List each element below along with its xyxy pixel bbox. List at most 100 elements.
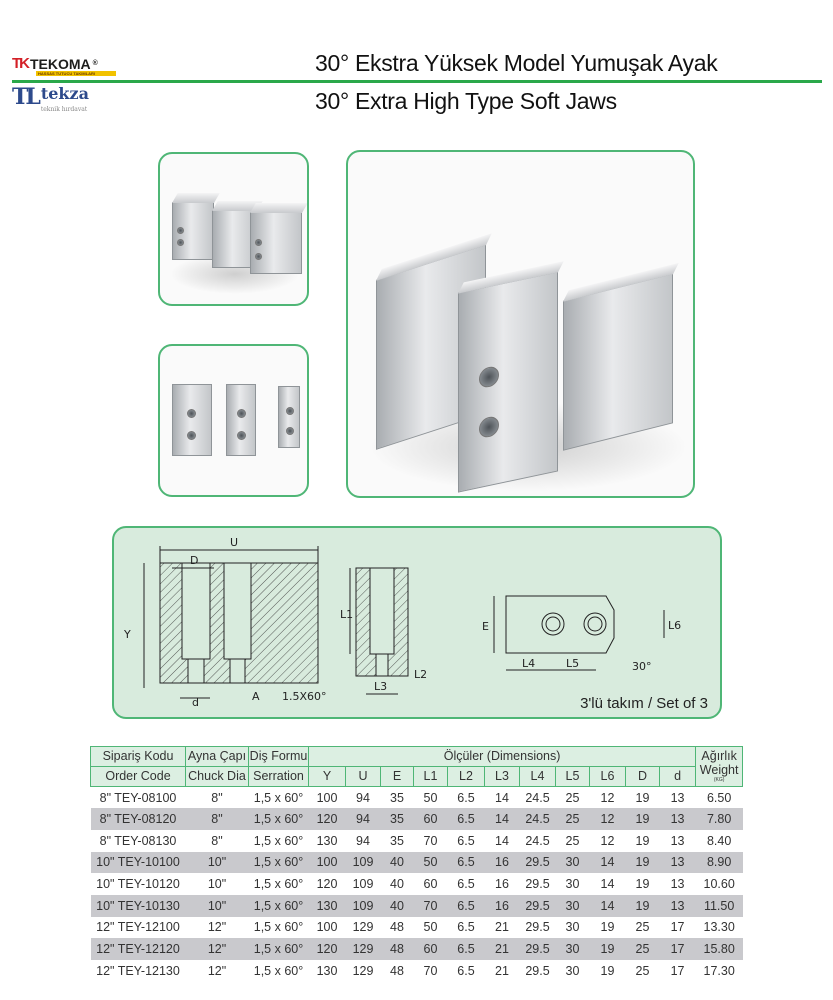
photo-jaws-front (158, 344, 309, 497)
tekoma-tagline: HASSAS TUTUCU TAKIMLARI (36, 71, 116, 76)
table-cell: 60 (413, 938, 448, 960)
table-cell: 30 (565, 877, 580, 892)
header-dimensions: Ölçüler (Dimensions) (307, 746, 697, 767)
dim-label-l4: L4 (522, 657, 535, 670)
table-cell: 129 (352, 963, 374, 978)
table-cell: 13 (659, 894, 696, 917)
table-cell: 12 (589, 808, 626, 830)
table-cell: 1,5 x 60° (248, 808, 309, 830)
table-cell: 13 (659, 808, 696, 830)
table-cell: 40 (380, 894, 414, 917)
table-cell: 30 (555, 894, 590, 917)
header-dim-l1: L1 (413, 766, 448, 787)
table-cell: 35 (390, 833, 404, 848)
table-cell: 10" (185, 851, 249, 874)
table-cell: 21 (495, 963, 509, 978)
table-cell: 19 (625, 851, 660, 874)
table-cell: 14 (600, 877, 615, 892)
table-cell: 19 (625, 894, 660, 917)
table-cell: 94 (356, 790, 370, 805)
table-cell: 50 (423, 920, 438, 935)
weight-en: Weight (699, 762, 739, 777)
table-cell: 35 (390, 790, 404, 805)
table-cell: 109 (345, 894, 381, 917)
table-cell: 30 (555, 938, 590, 960)
table-cell: 19 (635, 877, 650, 892)
table-cell: 25 (635, 963, 650, 978)
table-cell: 21 (495, 920, 509, 935)
header-dim-l2: L2 (447, 766, 485, 787)
table-cell: 29.5 (519, 938, 556, 960)
dim-label-l1: L1 (340, 608, 353, 621)
dim-label-y: Y (123, 628, 131, 641)
table-cell: 14 (484, 808, 520, 830)
table-cell: 12" (185, 938, 249, 960)
tekoma-name: TEKOMA (30, 55, 91, 72)
table-cell: 10" (185, 894, 249, 917)
table-cell: 19 (600, 920, 615, 935)
table-cell: 10.60 (703, 877, 735, 892)
table-cell: 12 (600, 790, 615, 805)
table-cell: 8" (185, 808, 249, 830)
table-cell: 130 (308, 894, 346, 917)
header-order-code-en: Order Code (90, 766, 186, 787)
header-dim-l4: L4 (519, 766, 556, 787)
table-cell: 130 (316, 833, 338, 848)
table-cell: 109 (345, 851, 381, 874)
table-cell: 25 (565, 790, 580, 805)
header-dim-d: d (658, 766, 697, 787)
table-cell: 70 (413, 894, 448, 917)
table-cell: 14 (589, 894, 626, 917)
table-cell: 12" (207, 920, 227, 935)
table-cell: 29.5 (519, 851, 556, 874)
table-cell: 60 (423, 877, 438, 892)
table-cell: 50 (423, 790, 438, 805)
table-cell: 17.30 (703, 963, 735, 978)
table-cell: 1,5 x 60° (253, 920, 304, 935)
table-cell: 1,5 x 60° (253, 790, 304, 805)
table-cell: 6.5 (457, 877, 475, 892)
table-cell: 129 (345, 938, 381, 960)
table-cell: 48 (390, 920, 404, 935)
header-dim-l6: L6 (589, 766, 626, 787)
table-cell: 13 (670, 833, 685, 848)
table-cell: 70 (423, 963, 438, 978)
table-cell: 6.50 (706, 790, 732, 805)
header-serration-tr: Diş Formu (248, 746, 309, 767)
tekza-tagline: teknik hırdavat (40, 106, 88, 113)
registered-mark: ® (92, 60, 98, 67)
table-cell: 12" TEY-12120 (90, 938, 186, 960)
technical-drawing-panel: U D Y d A 1.5X60° L1 L2 L3 E L4 L5 L6 30… (112, 526, 722, 719)
table-cell: 10" TEY-10130 (90, 894, 186, 917)
photo-jaws-main (346, 150, 695, 498)
tekza-name: tekza (40, 84, 89, 103)
table-cell: 14 (495, 833, 509, 848)
table-cell: 35 (380, 808, 414, 830)
table-cell: 1,5 x 60° (248, 851, 309, 874)
table-cell: 10" (207, 877, 227, 892)
serration-label: 1.5X60° (282, 690, 327, 703)
specs-table: Sipariş Kodu Ayna Çapı Diş Formu Ölçüler… (90, 746, 744, 982)
table-cell: 16 (484, 851, 520, 874)
table-cell: 8" TEY-08130 (99, 833, 177, 848)
set-of-3-label: 3'lü takım / Set of 3 (580, 695, 708, 712)
table-cell: 17 (670, 963, 685, 978)
table-cell: 29.5 (525, 963, 550, 978)
header-dim-d: D (625, 766, 660, 787)
title-english: 30° Extra High Type Soft Jaws (315, 88, 617, 114)
table-cell: 109 (352, 877, 374, 892)
dim-label-l2: L2 (414, 668, 427, 681)
table-cell: 19 (635, 790, 650, 805)
header-order-code-tr: Sipariş Kodu (90, 746, 186, 767)
table-cell: 50 (413, 851, 448, 874)
table-cell: 11.50 (695, 894, 743, 917)
table-cell: 10" TEY-10120 (96, 877, 180, 892)
